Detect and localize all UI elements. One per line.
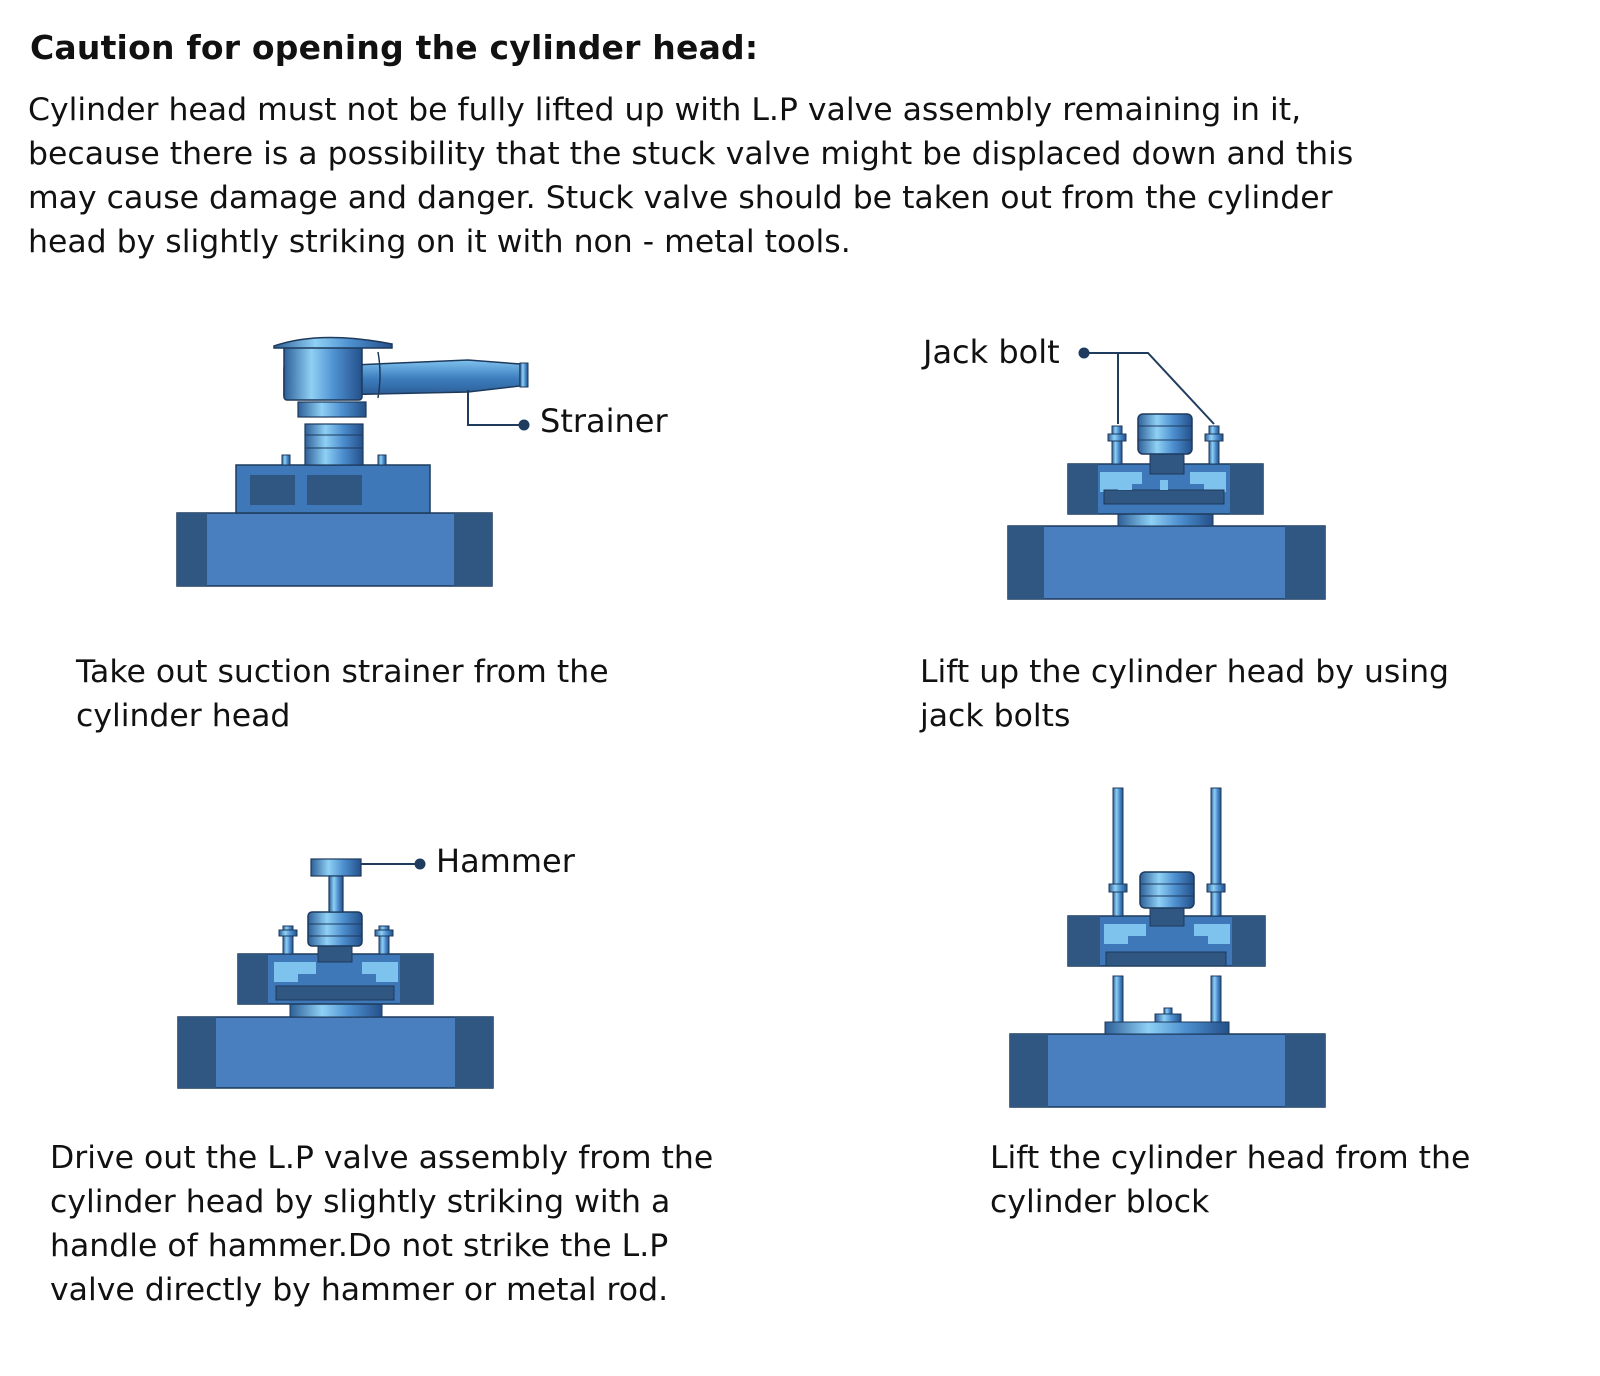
step-2-caption: Lift up the cylinder head by using jack … [920,654,1450,734]
cylinder-block [1009,1033,1326,1108]
step-4-caption: Lift the cylinder head from the cylinder… [990,1140,1471,1220]
strainer-label: Strainer [540,402,668,440]
page-title: Caution for opening the cylinder head: [30,28,759,67]
figure-lift-head [1009,787,1326,1108]
jack-bolt-left [1111,425,1123,465]
figure-strainer [176,336,530,587]
cylinder-block [176,512,493,587]
cylinder-block [177,1016,494,1089]
jack-bolt-right [1210,787,1222,917]
figure-jack-bolt [1007,347,1326,600]
hammer-label: Hammer [436,842,575,880]
figure-hammer [177,858,494,1089]
jack-bolt-left [1112,787,1124,917]
step-1-caption: Take out suction strainer from the cylin… [76,654,609,734]
jack-bolt-right [1208,425,1220,465]
cylinder-block [1007,525,1326,600]
step-3-caption: Drive out the L.P valve assembly from th… [50,1140,714,1308]
jack-bolt-label: Jack bolt [923,333,1060,371]
hammer-icon [310,858,362,877]
caution-text: Cylinder head must not be fully lifted u… [28,92,1354,260]
